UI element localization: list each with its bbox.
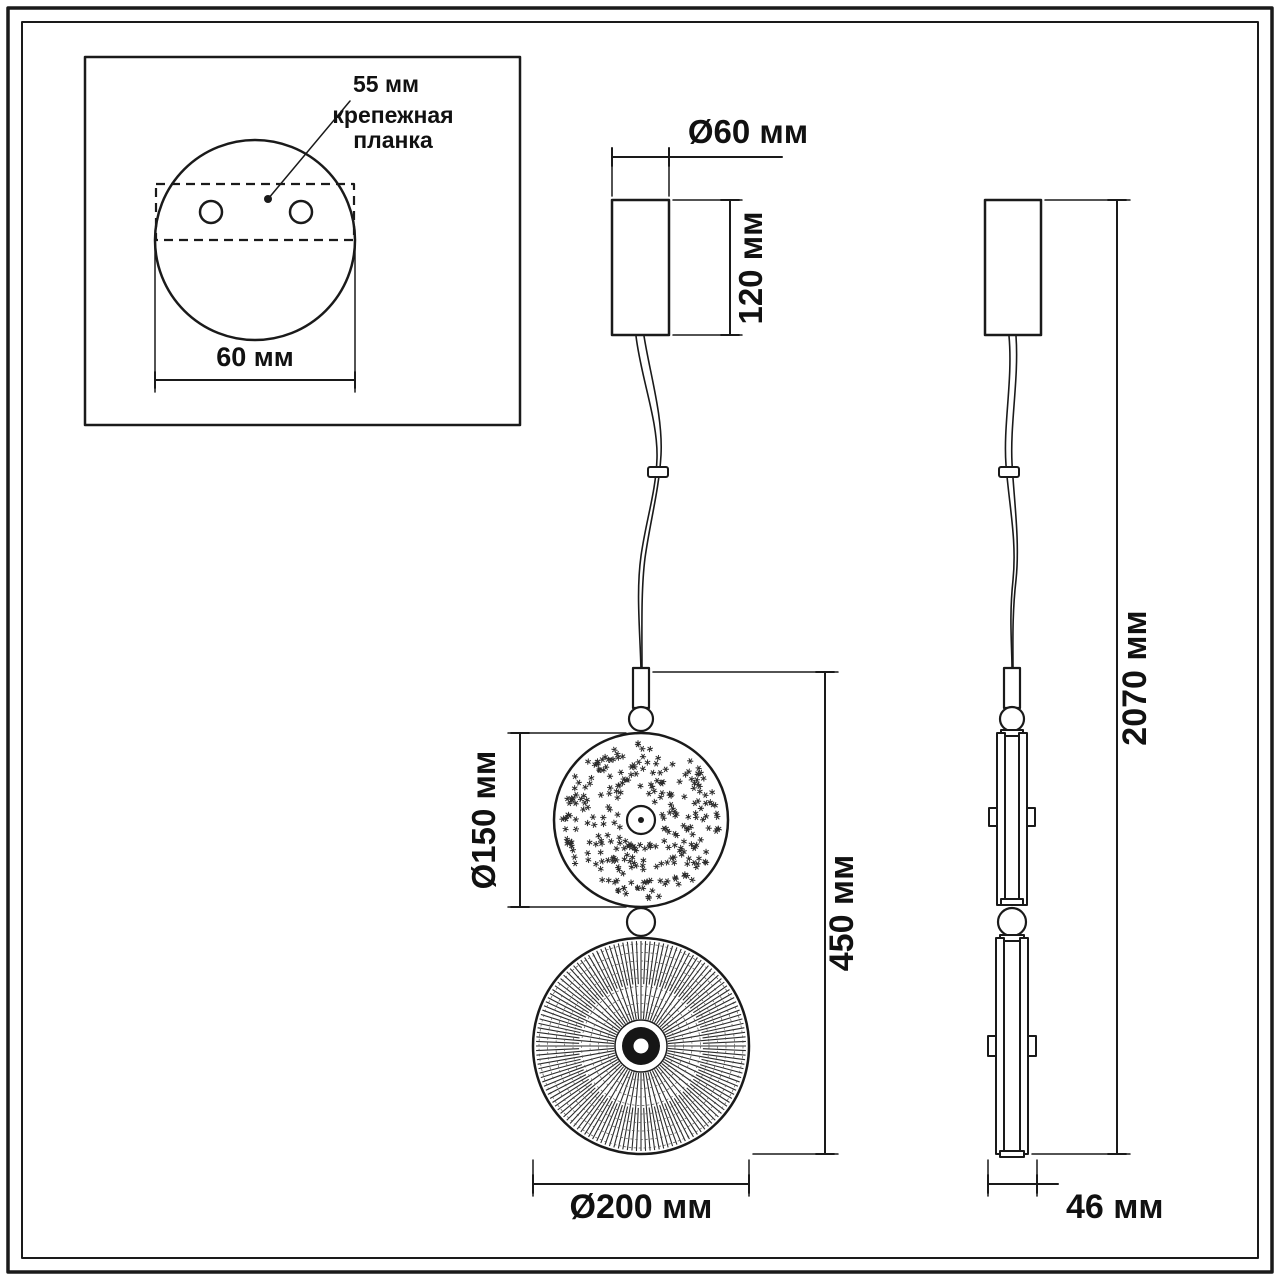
leader-line	[267, 100, 351, 200]
upper-disc-edge-bottom-cap	[1000, 898, 1024, 906]
lower-disc-hub-tab-right	[1027, 1035, 1037, 1057]
upper-disc-hub-hole	[638, 817, 644, 823]
upper-disc-hub-tab-left	[988, 807, 998, 827]
lower-disc-mesh-ring	[538, 943, 744, 1149]
cable-strand	[1004, 335, 1015, 671]
cable-connector	[647, 466, 669, 478]
bracket-label-line2: планка	[353, 127, 433, 153]
cable-strand	[641, 335, 663, 671]
lower-disc-texture-group	[536, 941, 746, 1151]
canopy-side	[983, 198, 1043, 337]
lower-disc-mesh-ring	[547, 952, 735, 1140]
upper-disc-texture-group	[559, 740, 722, 902]
total-height-label: 2070 мм	[1116, 610, 1154, 745]
canopy-front	[610, 198, 671, 337]
decor-ball-upper-side	[998, 705, 1026, 733]
lower-disc-edge-right	[1019, 937, 1029, 1155]
upper-disc-edge-left	[996, 732, 1006, 906]
mounting-detail-inset: 55 мм крепежная планка 60 мм	[83, 55, 522, 427]
upper-disc-edge-right	[1018, 732, 1028, 906]
decor-ball-lower	[625, 906, 657, 938]
upper-disc-sparkle-texture	[559, 740, 722, 902]
frame-outer	[6, 6, 1274, 1274]
side-view: 2070 мм 46 мм	[983, 198, 1164, 1226]
lower-disc-ray-texture	[536, 941, 746, 1151]
depth-label: 46 мм	[1066, 1188, 1164, 1226]
upper-disc-diameter-label: Ø150 мм	[465, 751, 502, 890]
lower-disc-mesh-ring	[606, 1011, 676, 1081]
base-width-label: 60 мм	[216, 342, 293, 372]
lower-disc-mesh-ring	[555, 960, 727, 1132]
lower-disc-edge-left	[995, 937, 1005, 1155]
decor-ball-upper	[627, 705, 655, 733]
lower-disc-diameter-label: Ø200 мм	[570, 1188, 713, 1226]
lower-disc-hub-tab-left	[987, 1035, 997, 1057]
cable-connector	[998, 466, 1020, 478]
lower-disc-mesh-ring	[598, 1003, 684, 1089]
upper-disc-hub-tab-right	[1026, 807, 1036, 827]
mounting-bracket-outline	[154, 182, 356, 242]
mounting-hole-left	[198, 199, 224, 225]
cable-strand	[635, 335, 658, 671]
hole-offset-label: 55 мм	[353, 71, 419, 97]
stem	[631, 666, 651, 710]
lower-disc-mesh-ring	[589, 994, 693, 1098]
lower-disc-hub-hole	[631, 1036, 651, 1056]
canopy-height-label: 120 мм	[732, 211, 769, 324]
decor-ball-lower-side	[996, 906, 1028, 938]
stem-side	[1002, 666, 1022, 710]
body-height-label: 450 мм	[823, 855, 861, 971]
frame-inner	[21, 21, 1259, 1259]
canopy-diameter-label: Ø60 мм	[688, 113, 808, 150]
front-view: Ø60 мм 120 мм Ø150 мм	[465, 113, 861, 1226]
lower-disc-mesh-ring	[564, 969, 718, 1123]
lower-disc-mesh-ring	[572, 977, 710, 1115]
bracket-label-line1: крепежная	[332, 102, 453, 128]
cable-strand	[1010, 335, 1019, 671]
lower-disc-edge-bottom-cap	[999, 1150, 1025, 1158]
lower-disc-mesh-ring	[581, 986, 701, 1106]
mounting-hole-right	[288, 199, 314, 225]
